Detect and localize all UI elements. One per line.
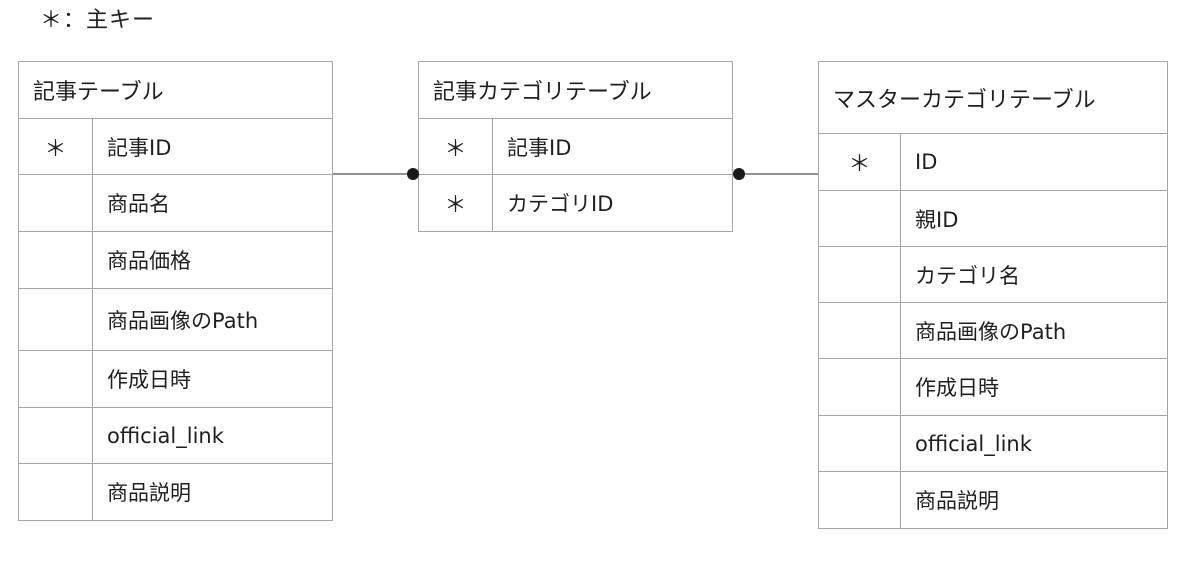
field-name: 作成日時 [915,376,999,400]
primary-key-marker: ＊ [19,119,93,174]
key-cell [19,351,93,407]
table-row: 商品説明 [819,472,1167,528]
field-name: 親ID [915,207,959,232]
field-name: カテゴリID [507,192,614,216]
article-category-connector-dot [733,168,745,180]
field-name: official_link [107,423,224,448]
key-cell [819,472,901,528]
table-row: ＊ 記事ID [19,119,332,175]
field-name: 商品名 [107,192,170,216]
table-row: 商品価格 [19,232,332,289]
key-cell [19,175,93,231]
key-cell [19,289,93,350]
field-name: 作成日時 [107,368,191,392]
table-row: official_link [19,408,332,464]
table-row: 親ID [819,191,1167,247]
field-name: 記事ID [507,135,572,160]
table-row: 商品画像のPath [19,289,332,351]
master-category-table-title: マスターカテゴリテーブル [819,62,1167,134]
key-cell [819,303,901,358]
master-category-table: マスターカテゴリテーブル ＊ ID 親ID カテゴリ名 商品画像のPath 作成… [818,61,1168,529]
field-name: カテゴリ名 [915,263,1020,288]
table-row: ＊ 記事ID [419,119,732,175]
table-row: カテゴリ名 [819,247,1167,303]
table-row: 商品名 [19,175,332,232]
key-cell [19,464,93,520]
table-row: ＊ カテゴリID [419,175,732,231]
key-cell [19,232,93,288]
field-name: 商品画像のPath [915,319,1067,344]
article-category-table: 記事カテゴリテーブル ＊ 記事ID ＊ カテゴリID [418,61,733,232]
table-row: ＊ ID [819,134,1167,191]
table-row: official_link [819,416,1167,472]
primary-key-legend: ＊：主キー [40,8,156,33]
table-row: 作成日時 [19,351,332,408]
table-row: 商品画像のPath [819,303,1167,359]
key-cell [819,359,901,415]
field-name: 商品説明 [915,489,999,513]
field-name: 商品価格 [107,249,191,273]
article-table: 記事テーブル ＊ 記事ID 商品名 商品価格 商品画像のPath 作成日時 of… [18,61,333,521]
field-name: official_link [915,431,1032,456]
primary-key-marker: ＊ [419,119,493,174]
primary-key-marker: ＊ [819,134,901,190]
field-name: 記事ID [107,135,172,160]
key-cell [819,416,901,471]
article-table-title: 記事テーブル [19,62,332,119]
field-name: 商品画像のPath [107,308,259,333]
key-cell [19,408,93,463]
key-cell [819,191,901,246]
field-name: ID [915,150,938,174]
article-category-table-title: 記事カテゴリテーブル [419,62,732,119]
table-row: 作成日時 [819,359,1167,416]
key-cell [819,247,901,302]
primary-key-marker: ＊ [419,175,493,231]
table-row: 商品説明 [19,464,332,520]
field-name: 商品説明 [107,481,191,505]
